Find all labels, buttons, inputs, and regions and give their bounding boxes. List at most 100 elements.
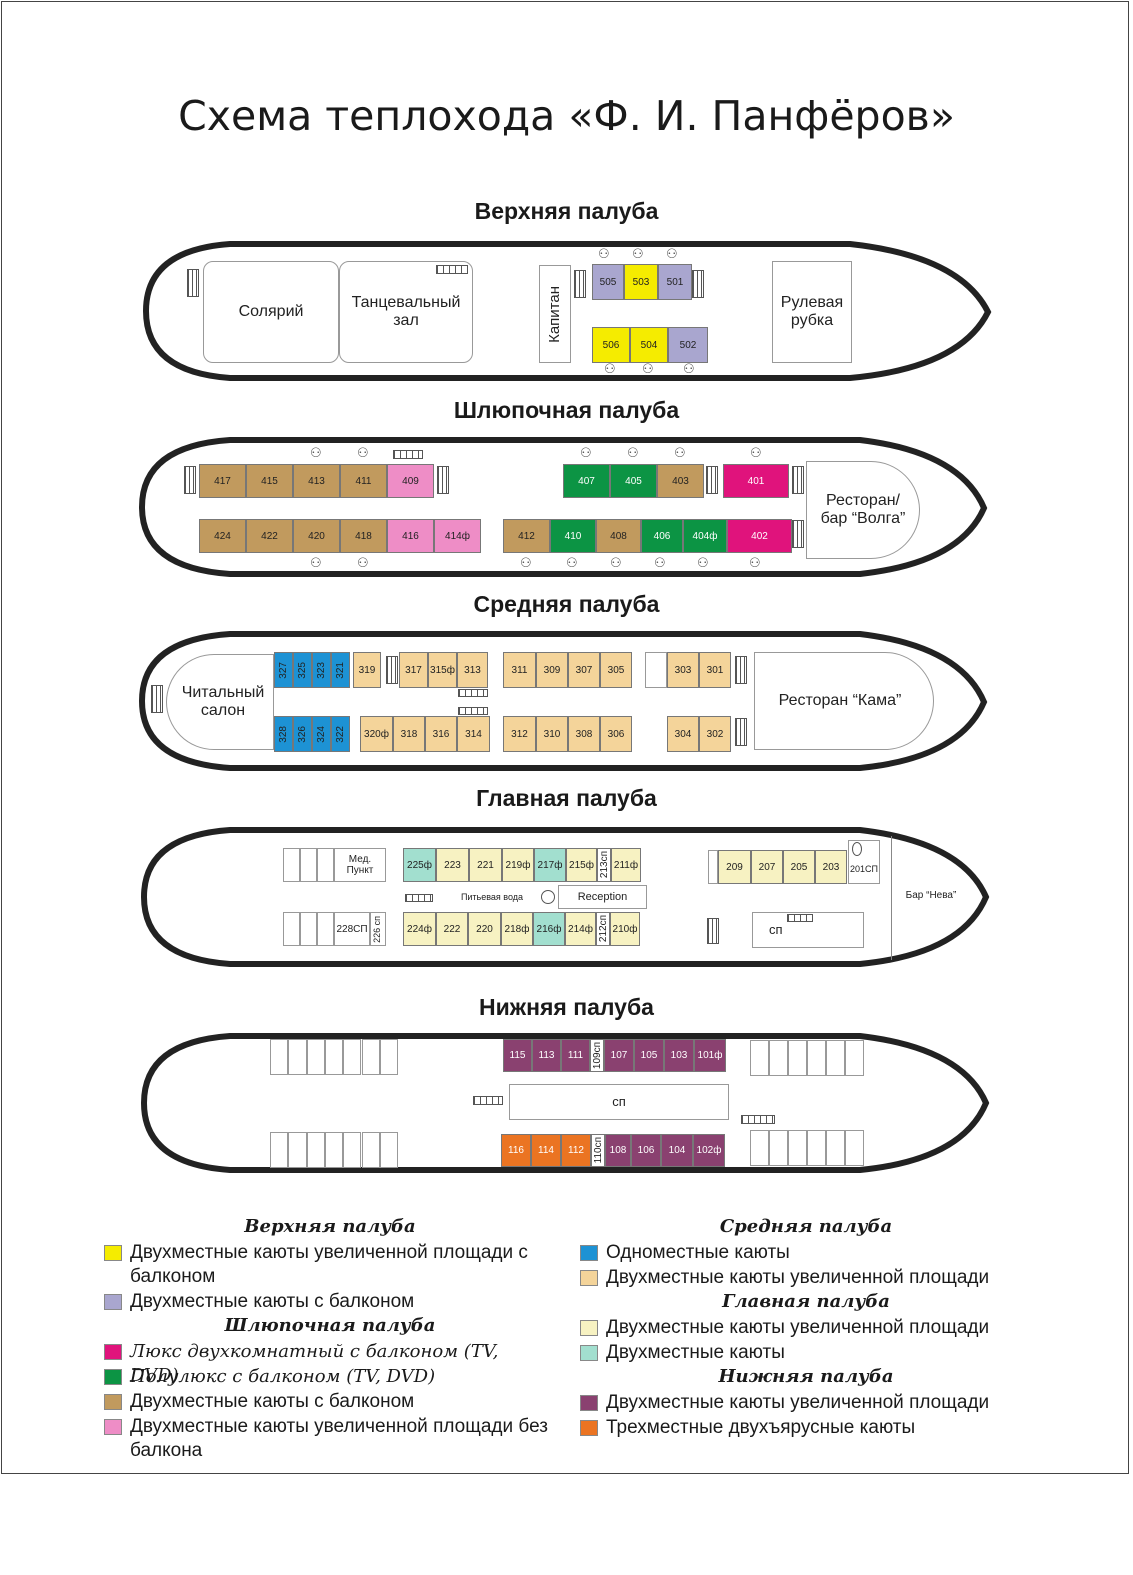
cabin-309[interactable]: 309	[536, 652, 568, 688]
cabin-225ф[interactable]: 225ф	[403, 848, 436, 882]
cabin-308[interactable]: 308	[568, 716, 600, 752]
cabin-110сп[interactable]: 110сп	[591, 1134, 605, 1167]
cabin-220[interactable]: 220	[468, 912, 501, 946]
cabin-422[interactable]: 422	[246, 519, 293, 553]
cabin-322[interactable]: 322	[331, 716, 350, 752]
cabin-311[interactable]: 311	[503, 652, 536, 688]
cabin-403[interactable]: 403	[657, 464, 704, 498]
blank-cell	[324, 1132, 344, 1168]
cabin-307[interactable]: 307	[568, 652, 600, 688]
cabin-409[interactable]: 409	[387, 464, 434, 498]
cabin-413[interactable]: 413	[293, 464, 340, 498]
stairs-icon	[707, 918, 719, 944]
cabin-217ф[interactable]: 217ф	[534, 848, 566, 882]
cabin-327[interactable]: 327	[274, 652, 293, 688]
cabin-106[interactable]: 106	[631, 1134, 661, 1167]
cabin-406[interactable]: 406	[641, 519, 683, 553]
cabin-416[interactable]: 416	[387, 519, 434, 553]
cabin-216ф[interactable]: 216ф	[533, 912, 565, 946]
cabin-101ф[interactable]: 101ф	[694, 1039, 726, 1072]
cabin-223[interactable]: 223	[436, 848, 469, 882]
cabin-313[interactable]: 313	[457, 652, 488, 688]
cabin-318[interactable]: 318	[393, 716, 425, 752]
cabin-215ф[interactable]: 215ф	[566, 848, 597, 882]
cabin-328[interactable]: 328	[274, 716, 293, 752]
cabin-221[interactable]: 221	[469, 848, 502, 882]
deck-chair-icon: ⚇	[310, 445, 322, 460]
cabin-304[interactable]: 304	[667, 716, 699, 752]
cabin-424[interactable]: 424	[199, 519, 246, 553]
cabin-211ф[interactable]: 211ф	[611, 848, 641, 882]
cabin-325[interactable]: 325	[293, 652, 312, 688]
cabin-218ф[interactable]: 218ф	[501, 912, 533, 946]
cabin-116[interactable]: 116	[501, 1134, 531, 1167]
cabin-505[interactable]: 505	[592, 264, 624, 300]
cabin-115[interactable]: 115	[503, 1039, 532, 1072]
cabin-213сп[interactable]: 213сп	[597, 848, 611, 882]
cabin-306[interactable]: 306	[600, 716, 632, 752]
cabin-417[interactable]: 417	[199, 464, 246, 498]
cabin-310[interactable]: 310	[536, 716, 568, 752]
cabin-203[interactable]: 203	[815, 850, 847, 884]
cabin-222[interactable]: 222	[436, 912, 468, 946]
cabin-326[interactable]: 326	[293, 716, 312, 752]
cabin-506[interactable]: 506	[592, 327, 630, 363]
cabin-407[interactable]: 407	[563, 464, 610, 498]
cabin-207[interactable]: 207	[751, 850, 783, 884]
cabin-112[interactable]: 112	[561, 1134, 591, 1167]
cabin-323[interactable]: 323	[312, 652, 331, 688]
cabin-503[interactable]: 503	[624, 264, 658, 300]
cabin-317[interactable]: 317	[399, 652, 428, 688]
deck-title-middle: Средняя палуба	[473, 591, 660, 617]
cabin-418[interactable]: 418	[340, 519, 387, 553]
cabin-107[interactable]: 107	[604, 1039, 634, 1072]
cabin-502[interactable]: 502	[668, 327, 708, 363]
cabin-301[interactable]: 301	[699, 652, 731, 688]
cabin-401[interactable]: 401	[723, 464, 789, 498]
cabin-212сп[interactable]: 212сп	[596, 912, 610, 946]
cabin-102ф[interactable]: 102ф	[693, 1134, 725, 1167]
cabin-314[interactable]: 314	[457, 716, 490, 752]
cabin-303[interactable]: 303	[667, 652, 699, 688]
cabin-316[interactable]: 316	[425, 716, 457, 752]
cabin-402[interactable]: 402	[727, 519, 792, 553]
cabin-214ф[interactable]: 214ф	[565, 912, 596, 946]
cabin-210ф[interactable]: 210ф	[610, 912, 640, 946]
cabin-420[interactable]: 420	[293, 519, 340, 553]
cabin-103[interactable]: 103	[664, 1039, 694, 1072]
cabin-312[interactable]: 312	[503, 716, 536, 752]
cabin-415[interactable]: 415	[246, 464, 293, 498]
cabin-320ф[interactable]: 320ф	[360, 716, 393, 752]
cabin-113[interactable]: 113	[532, 1039, 561, 1072]
cabin-109сп[interactable]: 109сп	[590, 1039, 604, 1072]
cabin-414ф[interactable]: 414ф	[434, 519, 481, 553]
cabin-315ф[interactable]: 315ф	[428, 652, 457, 688]
cabin-302[interactable]: 302	[699, 716, 731, 752]
cabin-504[interactable]: 504	[630, 327, 668, 363]
cabin-108[interactable]: 108	[605, 1134, 631, 1167]
cabin-number: 316	[432, 728, 450, 740]
cabin-408[interactable]: 408	[596, 519, 641, 553]
cabin-number: 318	[400, 728, 418, 740]
cabin-number: 322	[335, 725, 346, 743]
cabin-405[interactable]: 405	[610, 464, 657, 498]
cabin-205[interactable]: 205	[783, 850, 815, 884]
cabin-104[interactable]: 104	[661, 1134, 693, 1167]
cabin-111[interactable]: 111	[561, 1039, 590, 1072]
cabin-321[interactable]: 321	[331, 652, 350, 688]
cabin-319[interactable]: 319	[353, 652, 381, 688]
cabin-number: 220	[476, 923, 493, 935]
cabin-412[interactable]: 412	[503, 519, 550, 553]
cabin-219ф[interactable]: 219ф	[502, 848, 534, 882]
cabin-305[interactable]: 305	[600, 652, 632, 688]
cabin-114[interactable]: 114	[531, 1134, 561, 1167]
cabin-411[interactable]: 411	[340, 464, 387, 498]
cabin-209[interactable]: 209	[718, 850, 751, 884]
cabin-404ф[interactable]: 404ф	[683, 519, 727, 553]
cabin-324[interactable]: 324	[312, 716, 331, 752]
blank-cell	[807, 1040, 826, 1076]
cabin-501[interactable]: 501	[658, 264, 692, 300]
cabin-224ф[interactable]: 224ф	[403, 912, 436, 946]
cabin-105[interactable]: 105	[634, 1039, 664, 1072]
cabin-410[interactable]: 410	[550, 519, 596, 553]
